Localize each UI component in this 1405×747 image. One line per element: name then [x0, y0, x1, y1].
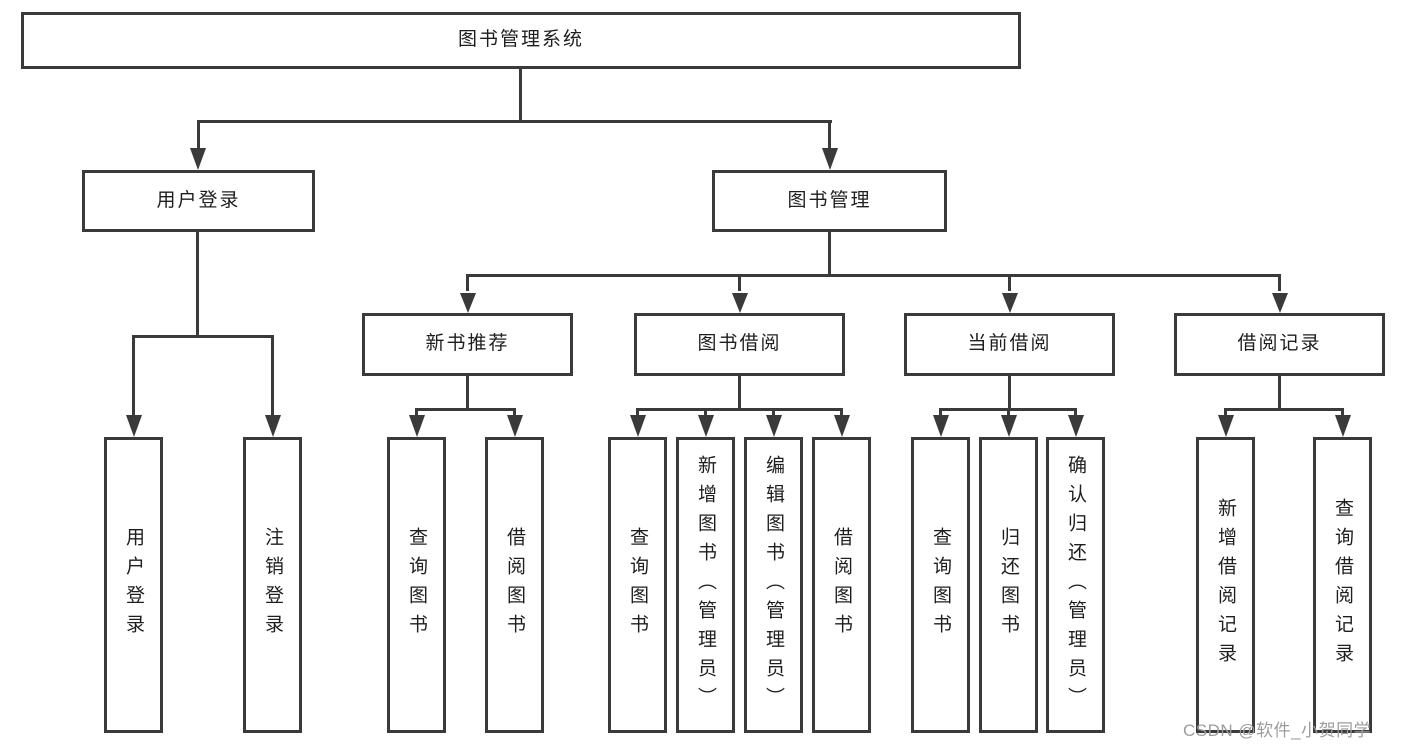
connector-user-login-branch [132, 335, 274, 338]
arrow-down-icon [1272, 293, 1288, 313]
arrow-down-icon [126, 415, 142, 437]
arrow-down-icon [1218, 415, 1234, 437]
arrow-down-icon [1068, 415, 1084, 437]
node-book-borrowing: 图书借阅 [634, 313, 845, 376]
connector-root-stem [519, 69, 522, 120]
leaf-current-return-books: 归还图书 [979, 437, 1038, 733]
arrow-down-icon [834, 415, 850, 437]
leaf-borrowing-borrow-books: 借阅图书 [812, 437, 871, 733]
node-borrowing-records: 借阅记录 [1174, 313, 1385, 376]
connector-book-management-drop [828, 120, 831, 148]
connector-drop [1007, 408, 1010, 415]
leaf-borrowing-edit-books-admin: 编辑图书（管理员） [744, 437, 803, 733]
connector-user-login-drop [197, 120, 200, 148]
leaf-records-add-record: 新增借阅记录 [1196, 437, 1255, 733]
arrow-down-icon [1335, 415, 1351, 437]
connector-drop [513, 408, 516, 415]
arrow-down-icon [1002, 293, 1018, 313]
leaf-logout: 注销登录 [243, 437, 302, 733]
arrow-down-icon [766, 415, 782, 437]
leaf-borrowing-query-books: 查询图书 [608, 437, 667, 733]
node-book-management: 图书管理 [712, 170, 947, 232]
arrow-down-icon [409, 415, 425, 437]
connector-drop [1341, 408, 1344, 415]
connector-borrowing-records-drop [1278, 274, 1281, 291]
connector-new-book-branch [415, 408, 516, 411]
node-user-login: 用户登录 [82, 170, 315, 232]
arrow-down-icon [507, 415, 523, 437]
arrow-down-icon [822, 148, 838, 170]
arrow-down-icon [630, 415, 646, 437]
connector-current-borrowing-drop [1008, 274, 1011, 291]
connector-leaf-logout-drop [271, 335, 274, 415]
connector-drop [704, 408, 707, 415]
connector-drop [772, 408, 775, 415]
connector-book-borrowing-drop [738, 274, 741, 291]
leaf-current-confirm-return-admin: 确认归还（管理员） [1046, 437, 1105, 733]
connector-new-book-stem [466, 376, 469, 408]
connector-book-borrowing-branch [636, 408, 843, 411]
arrow-down-icon [460, 293, 476, 313]
leaf-current-query-books: 查询图书 [911, 437, 970, 733]
arrow-down-icon [732, 293, 748, 313]
arrow-down-icon [190, 148, 206, 170]
leaf-recommend-borrow-books: 借阅图书 [485, 437, 544, 733]
connector-borrowing-records-branch [1224, 408, 1344, 411]
connector-current-borrowing-stem [1008, 376, 1011, 408]
connector-drop [1074, 408, 1077, 415]
arrow-down-icon [933, 415, 949, 437]
connector-drop [1224, 408, 1227, 415]
arrow-down-icon [265, 415, 281, 437]
connector-drop [939, 408, 942, 415]
leaf-recommend-query-books: 查询图书 [387, 437, 446, 733]
connector-level3-branch [466, 274, 1281, 277]
connector-level2-branch [197, 120, 832, 123]
connector-leaf-user-login-drop [132, 335, 135, 415]
connector-drop [415, 408, 418, 415]
connector-borrowing-records-stem [1278, 376, 1281, 408]
connector-book-management-stem [828, 232, 831, 274]
arrow-down-icon [698, 415, 714, 437]
connector-new-book-drop [466, 274, 469, 291]
connector-user-login-stem [196, 232, 199, 335]
leaf-user-login: 用户登录 [104, 437, 163, 733]
leaf-records-query-record: 查询借阅记录 [1313, 437, 1372, 733]
arrow-down-icon [1001, 415, 1017, 437]
connector-book-borrowing-stem [738, 376, 741, 408]
csdn-watermark: CSDN @软件_小贺同学 [1183, 721, 1372, 740]
connector-drop [636, 408, 639, 415]
connector-drop [840, 408, 843, 415]
leaf-borrowing-add-books-admin: 新增图书（管理员） [676, 437, 735, 733]
node-current-borrowing: 当前借阅 [904, 313, 1115, 376]
node-new-book-recommend: 新书推荐 [362, 313, 573, 376]
node-root: 图书管理系统 [21, 12, 1021, 69]
